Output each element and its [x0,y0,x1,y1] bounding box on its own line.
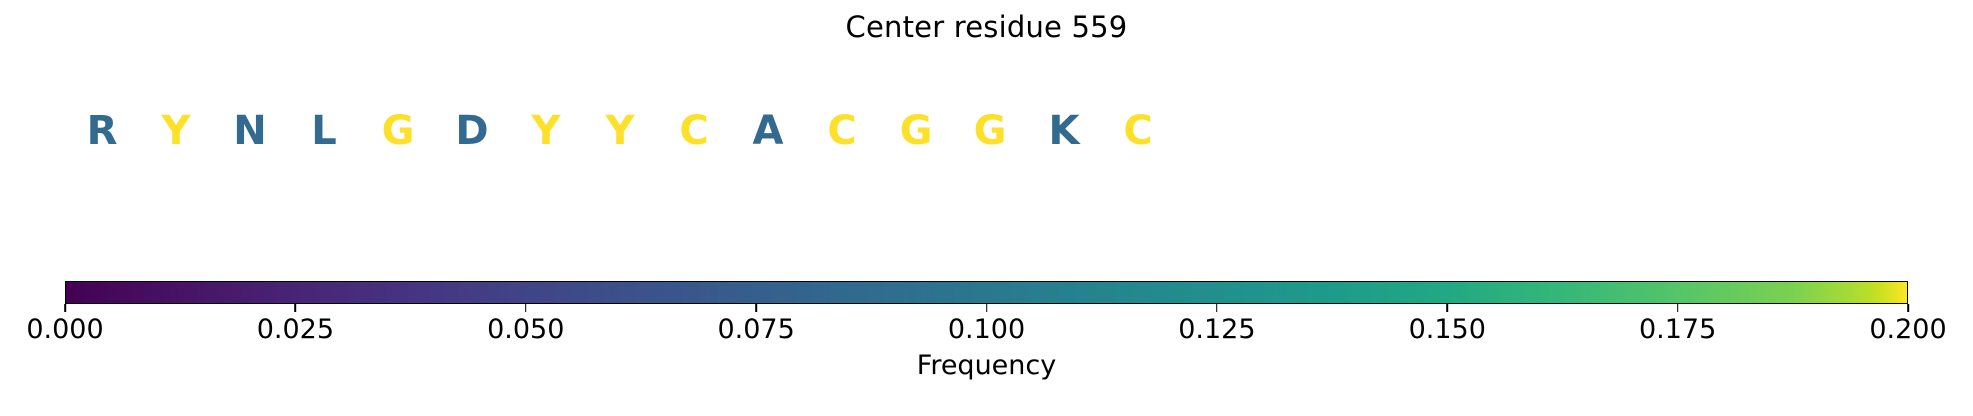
colorbar-tick-label: 0.150 [1408,314,1486,345]
residue-letter: Y [161,108,191,154]
colorbar [65,281,1908,304]
colorbar-axis-label: Frequency [916,350,1057,381]
colorbar-tick-label: 0.125 [1178,314,1256,345]
residue-letter: C [827,108,857,154]
residue-letter: C [679,108,709,154]
colorbar-tick-label: 0.100 [947,314,1026,345]
colorbar-tick [294,304,297,312]
colorbar-tick [755,304,757,312]
colorbar-tick [1907,304,1909,312]
residue-letter: Y [605,108,635,154]
residue-letter: Y [531,108,561,154]
colorbar-tick [985,304,988,312]
residue-letter: A [752,108,784,154]
residue-letter: G [381,108,415,154]
colorbar-tick [1676,304,1679,312]
colorbar-ticks [64,304,1909,314]
colorbar-tick [1216,304,1218,312]
colorbar-tick-label: 0.000 [26,314,104,345]
residue-letter: N [233,108,267,154]
residue-letter: R [86,108,118,154]
colorbar-tick [64,304,66,312]
colorbar-tick-label: 0.025 [256,314,335,345]
colorbar-gradient [65,281,1908,304]
page-title: Center residue 559 [845,10,1128,44]
residue-letter: C [1123,108,1153,154]
colorbar-tick-label: 0.175 [1638,314,1717,345]
colorbar-tick-labels: 0.000 0.025 0.050 0.075 0.100 0.125 0.150 0.175… [26,314,1946,348]
residue-letter: L [311,108,337,154]
residue-letter: G [899,108,933,154]
colorbar-tick [524,304,527,312]
colorbar-tick-label: 0.075 [717,314,795,345]
colorbar-tick-label: 0.050 [487,314,565,345]
colorbar-tick [1446,304,1449,312]
colorbar-tick-label: 0.200 [1869,314,1947,345]
residue-letter: D [455,108,489,154]
residue-letter: K [1048,108,1080,154]
residue-letter: G [973,108,1007,154]
